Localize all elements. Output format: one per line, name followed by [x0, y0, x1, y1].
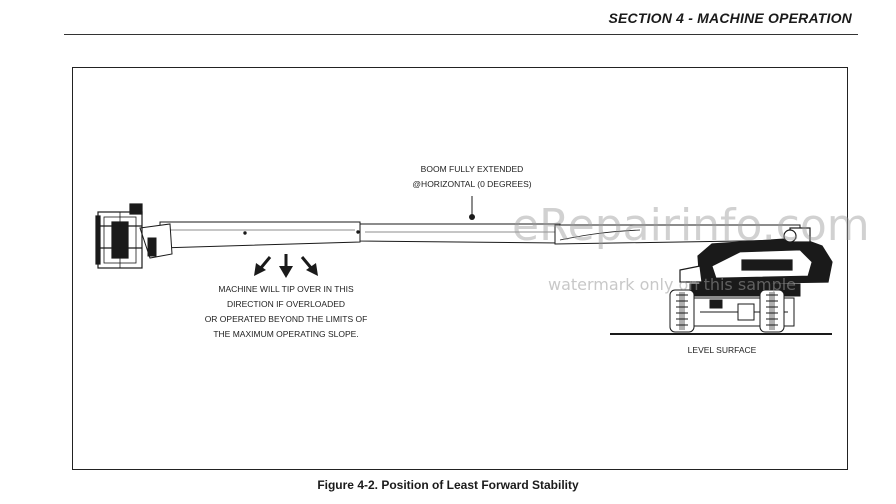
tip-warning-line3: OR OPERATED BEYOND THE LIMITS OF	[205, 314, 368, 324]
jib	[139, 223, 173, 259]
level-surface-label: LEVEL SURFACE	[688, 345, 757, 355]
wheel-left	[669, 289, 695, 333]
arrow-down-right-icon	[300, 256, 318, 276]
platform-basket	[95, 203, 143, 269]
arrow-down-icon	[279, 254, 293, 278]
figure-frame	[72, 67, 848, 470]
watermark-main: eRepairinfo.com	[512, 200, 870, 251]
tip-warning-line1: MACHINE WILL TIP OVER IN THIS	[218, 284, 354, 294]
tip-direction-arrows	[254, 254, 318, 278]
turntable	[679, 227, 833, 285]
boom	[159, 221, 801, 249]
tip-warning-line2: DIRECTION IF OVERLOADED	[227, 299, 345, 309]
figure-caption: Figure 4-2. Position of Least Forward St…	[317, 478, 579, 492]
tip-warning-line4: THE MAXIMUM OPERATING SLOPE.	[213, 329, 358, 339]
watermark-sub: watermark only on this sample	[548, 275, 796, 294]
header-rule	[64, 34, 858, 35]
wheel-right	[759, 289, 785, 333]
boom-label-line1: BOOM FULLY EXTENDED	[421, 164, 524, 174]
boom-label-line2: @HORIZONTAL (0 DEGREES)	[412, 179, 531, 189]
boom-pointer	[469, 196, 475, 220]
arrow-down-left-icon	[254, 256, 272, 276]
section-title: SECTION 4 - MACHINE OPERATION	[608, 10, 852, 26]
